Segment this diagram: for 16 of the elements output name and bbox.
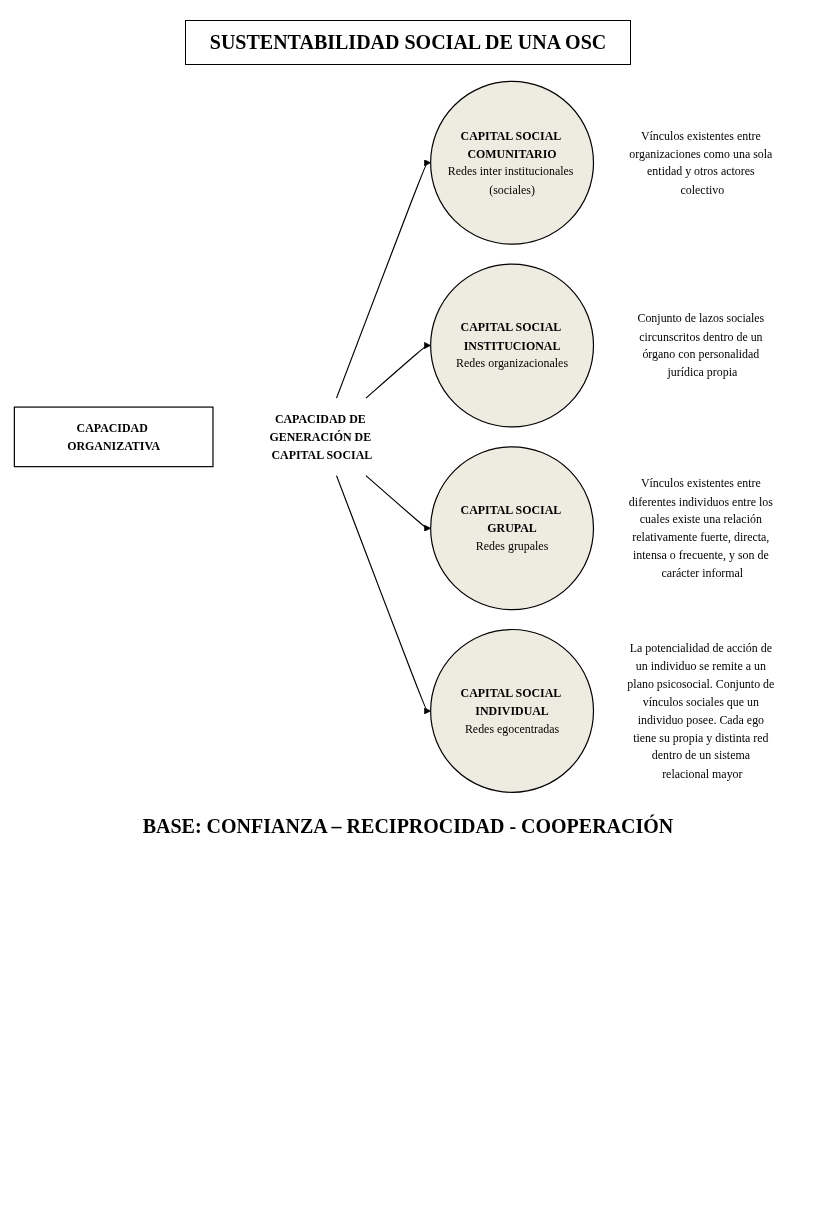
node-circle: CAPITAL SOCIAL INDIVIDUAL Redes egocentradas (430, 628, 595, 793)
node-circle: CAPITAL SOCIAL COMUNITARIO Redes inter institucionales (sociales) (430, 80, 595, 245)
node-circle: CAPITAL SOCIAL INSTITUCIONAL Redes organizacionales (430, 263, 595, 428)
node-label: Vínculos existentes entre organizaciones como una sola entidad y otros actores colectivo (629, 129, 773, 196)
node-label: Conjunto de lazos sociales circunscritos dentro de un órgano con personalidad jurídica propia (637, 312, 765, 379)
arrow (335, 475, 431, 715)
arrow (335, 159, 431, 399)
title: SUSTENTABILIDAD SOCIAL DE UNA OSC (184, 20, 632, 65)
arrow (365, 342, 431, 399)
arrow (365, 475, 431, 532)
caption: BASE: CONFIANZA – RECIPROCIDAD - COOPERACIÓN (142, 814, 674, 838)
node-box: CAPACIDAD ORGANIZATIVA (13, 406, 214, 468)
node-label: Vínculos existentes entre diferentes individuos entre los cuales existe una relación relativamente fuerte, directa, intensa o frecuente, y son de carácter informal (628, 476, 773, 580)
node-label: La potencialidad de acción de un individuo se remite a un plano psicosocial. Conjunto de vínculos sociales que un individuo posee. Cada ego tiene su propia y distinta red dentro de un sistema relacional mayor (627, 641, 775, 780)
node-circle: CAPITAL SOCIAL GRUPAL Redes grupales (430, 446, 595, 611)
node-text: CAPACIDAD DE GENERACIÓN DE CAPITAL SOCIAL (269, 412, 373, 461)
